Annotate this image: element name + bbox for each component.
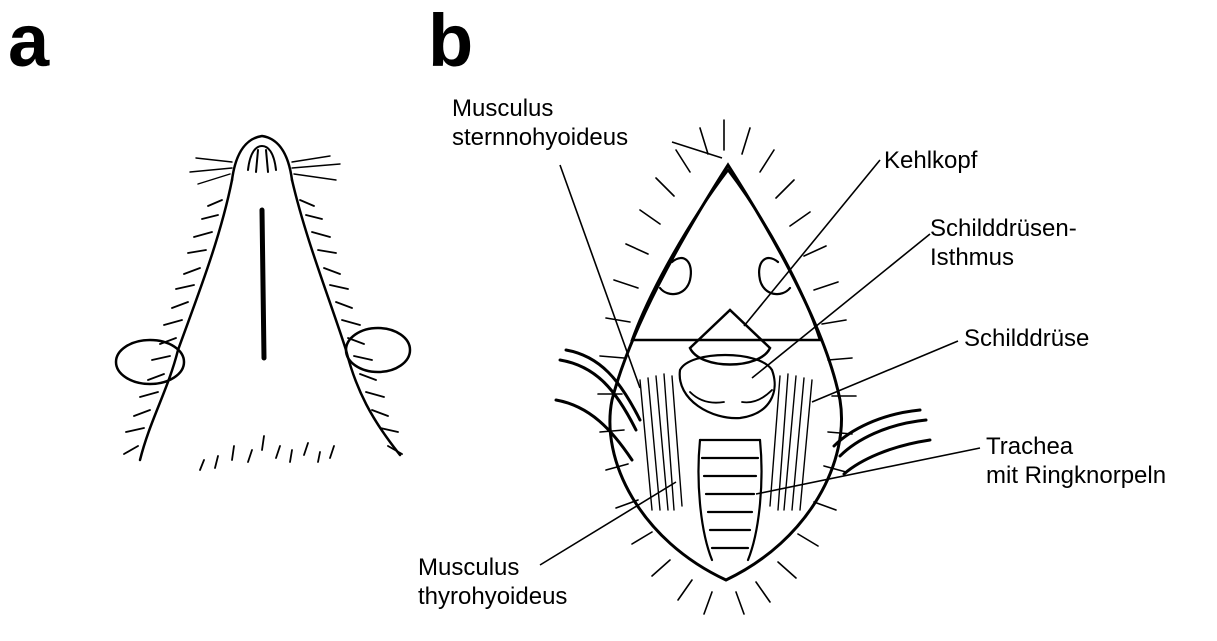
label-kehlkopf-line1: Kehlkopf <box>884 146 977 175</box>
label-musculus-sternohyoideus: Musculus sternnohyoideus <box>452 94 628 152</box>
leader-kehlkopf <box>744 160 880 326</box>
label-trachea: Trachea mit Ringknorpeln <box>986 432 1166 490</box>
label-sternohyoideus-line2: sternnohyoideus <box>452 123 628 152</box>
leader-sternohyoideus <box>560 165 640 388</box>
label-isthmus-line1: Schilddrüsen- <box>930 214 1077 243</box>
label-thyrohyoideus-line2: thyrohyoideus <box>418 582 567 611</box>
label-thyrohyoideus-line1: Musculus <box>418 553 567 582</box>
label-schilddruese-line1: Schilddrüse <box>964 324 1089 353</box>
label-musculus-thyrohyoideus: Musculus thyrohyoideus <box>418 553 567 611</box>
dissection-drawing <box>556 120 930 614</box>
label-trachea-line1: Trachea <box>986 432 1166 461</box>
incision-line <box>262 210 264 358</box>
label-kehlkopf: Kehlkopf <box>884 146 977 175</box>
label-schilddruesen-isthmus: Schilddrüsen- Isthmus <box>930 214 1077 272</box>
label-sternohyoideus-line1: Musculus <box>452 94 628 123</box>
label-schilddruese: Schilddrüse <box>964 324 1089 353</box>
leader-isthmus <box>752 234 930 378</box>
label-trachea-line2: mit Ringknorpeln <box>986 461 1166 490</box>
label-isthmus-line2: Isthmus <box>930 243 1077 272</box>
